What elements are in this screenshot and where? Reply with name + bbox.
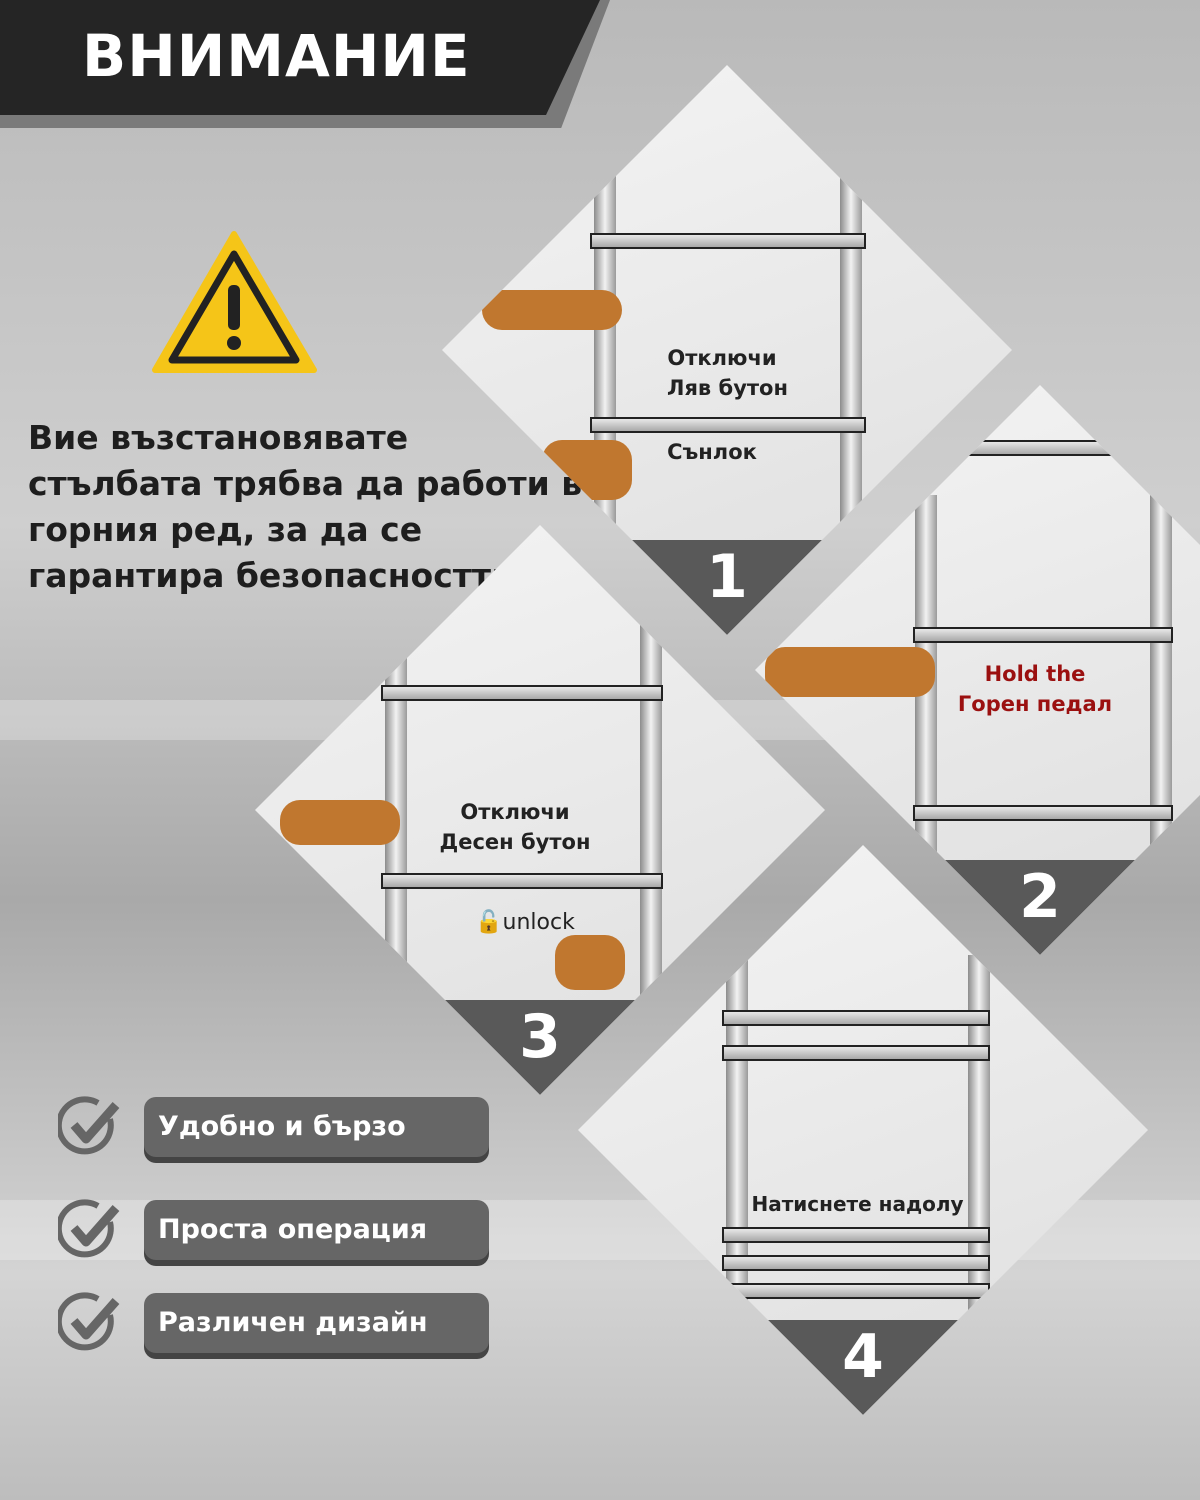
step-4-label: Натиснете надолу: [751, 1192, 964, 1216]
warning-icon: [152, 231, 317, 373]
step-1-badge: 1: [632, 540, 822, 635]
step-4-badge: 4: [768, 1320, 958, 1415]
feature-item: Удобно и бързо: [58, 1095, 489, 1159]
check-circle-icon: [58, 1292, 120, 1351]
page-title: ВНИМАНИЕ: [82, 22, 471, 90]
header-banner: [0, 0, 610, 128]
intro-text: Вие възстановявате стълбата трябва да ра…: [28, 418, 583, 595]
check-circle-icon: [58, 1096, 120, 1155]
step-2-badge: 2: [945, 860, 1135, 955]
feature-item: Различен дизайн: [58, 1291, 489, 1355]
feature-label: Удобно и бързо: [144, 1097, 489, 1157]
feature-item: Проста операция: [58, 1198, 489, 1262]
check-circle-icon: [58, 1199, 120, 1258]
step-3-sublabel: 🔓unlock: [475, 910, 575, 935]
feature-label: Различен дизайн: [144, 1293, 489, 1353]
step-3-badge: 3: [445, 1000, 635, 1095]
step-1-sublabel: Сънлок: [667, 440, 757, 464]
feature-label: Проста операция: [144, 1200, 489, 1260]
lock-icon: 🔓: [475, 910, 503, 935]
